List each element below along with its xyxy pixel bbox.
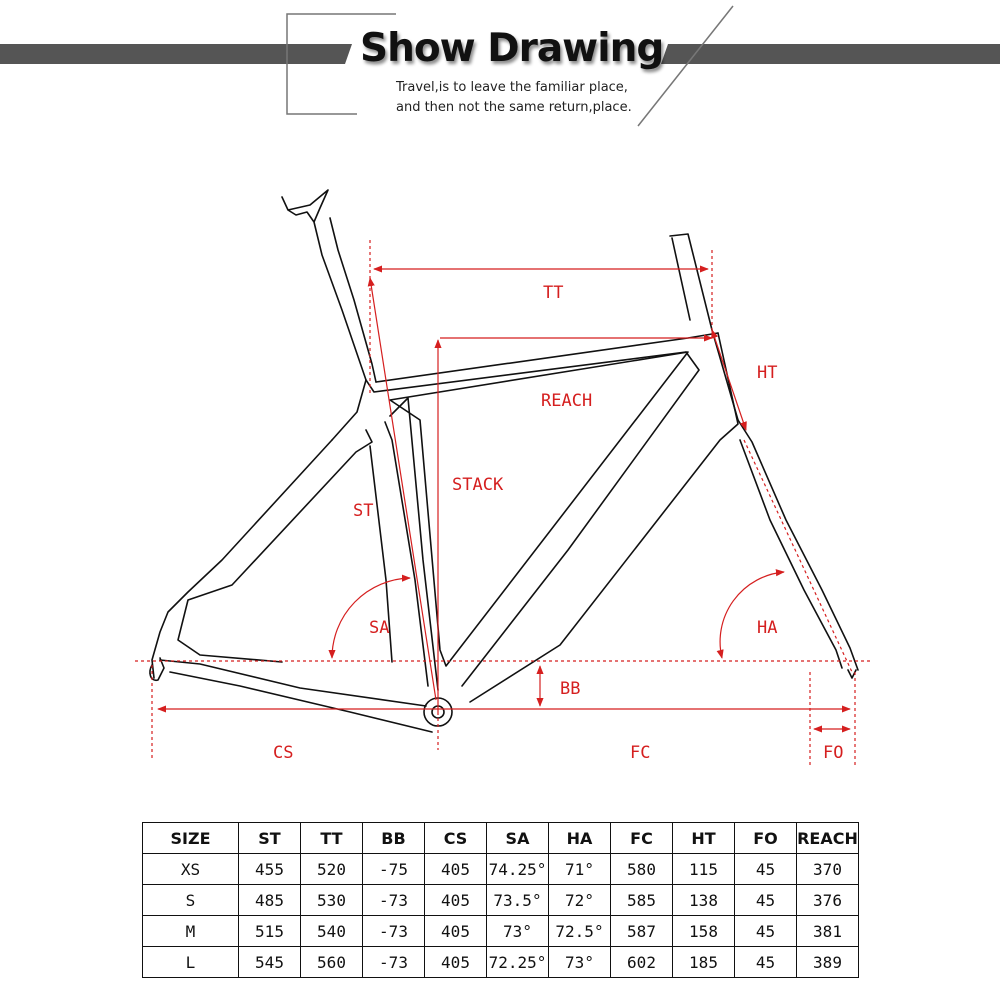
header-fo: FO	[734, 822, 797, 854]
header-tt: TT	[300, 822, 363, 854]
cell-reach: 370	[796, 853, 859, 885]
header-sa: SA	[486, 822, 549, 854]
cell-reach: 376	[796, 884, 859, 916]
front-triangle-inner	[389, 351, 689, 667]
cell-cs: 405	[424, 946, 487, 978]
bb-label: BB	[560, 679, 580, 699]
cell-ha: 72.5°	[548, 915, 611, 947]
tt-label: TT	[543, 283, 563, 303]
table-row: XS 455 520 -75 405 74.25° 71° 580 115 45…	[142, 853, 859, 885]
cell-size: XS	[142, 853, 239, 885]
banner-slash	[637, 5, 734, 127]
header-ha: HA	[548, 822, 611, 854]
sa-label: SA	[369, 618, 389, 638]
cell-bb: -73	[362, 884, 425, 916]
cell-reach: 381	[796, 915, 859, 947]
cell-bb: -73	[362, 915, 425, 947]
fc-label: FC	[630, 743, 650, 763]
dimension-labels: TT REACH HT STACK ST SA HA BB CS FC FO	[273, 283, 843, 763]
fork-outline	[737, 419, 859, 679]
ha-angle-arc	[716, 569, 785, 659]
bike-frame	[149, 189, 859, 733]
top-tube-outline	[365, 332, 719, 393]
header-bb: BB	[362, 822, 425, 854]
cell-fo: 45	[734, 915, 797, 947]
cell-tt: 540	[300, 915, 363, 947]
cell-ht: 138	[672, 884, 735, 916]
cell-size: M	[142, 915, 239, 947]
header-fc: FC	[610, 822, 673, 854]
frame-geometry-drawing: TT REACH HT STACK ST SA HA BB CS FC FO	[135, 189, 870, 765]
right-banner-stripe	[661, 44, 1000, 64]
cell-ht: 115	[672, 853, 735, 885]
ht-label: HT	[757, 363, 777, 383]
cell-fo: 45	[734, 946, 797, 978]
header-st: ST	[238, 822, 301, 854]
steering-axis-line	[743, 439, 853, 673]
cell-fo: 45	[734, 884, 797, 916]
table-row: L 545 560 -73 405 72.25° 73° 602 185 45 …	[142, 946, 859, 978]
table-row: S 485 530 -73 405 73.5° 72° 585 138 45 3…	[142, 884, 859, 916]
table-header-row: SIZE ST TT BB CS SA HA FC HT FO REACH	[142, 822, 859, 854]
st-dimension	[367, 277, 437, 701]
cell-fo: 45	[734, 853, 797, 885]
cell-cs: 405	[424, 853, 487, 885]
cs-label: CS	[273, 743, 293, 763]
cell-ha: 73°	[548, 946, 611, 978]
down-tube-outline	[461, 332, 739, 703]
stack-label: STACK	[452, 475, 504, 495]
banner-graphic	[0, 5, 1000, 127]
cell-st: 485	[238, 884, 301, 916]
cell-bb: -75	[362, 853, 425, 885]
cell-tt: 560	[300, 946, 363, 978]
cell-size: L	[142, 946, 239, 978]
cell-sa: 73.5°	[486, 884, 549, 916]
cell-ha: 72°	[548, 884, 611, 916]
st-label: ST	[353, 501, 373, 521]
geometry-table: SIZE ST TT BB CS SA HA FC HT FO REACH XS…	[142, 822, 859, 978]
seatpost-outline	[281, 189, 377, 441]
header-banner: Show Drawing Travel,is to leave the fami…	[0, 0, 1000, 140]
cell-cs: 405	[424, 915, 487, 947]
fo-label: FO	[823, 743, 843, 763]
cell-st: 545	[238, 946, 301, 978]
banner-frame-left	[286, 13, 396, 115]
table-row: M 515 540 -73 405 73° 72.5° 587 158 45 3…	[142, 915, 859, 947]
header-cs: CS	[424, 822, 487, 854]
page-title: Show Drawing	[360, 26, 664, 71]
ht-dimension	[711, 329, 747, 431]
left-banner-stripe	[0, 44, 352, 64]
cell-reach: 389	[796, 946, 859, 978]
cell-sa: 72.25°	[486, 946, 549, 978]
cell-st: 515	[238, 915, 301, 947]
cell-st: 455	[238, 853, 301, 885]
cell-cs: 405	[424, 884, 487, 916]
cell-ha: 71°	[548, 853, 611, 885]
cell-sa: 74.25°	[486, 853, 549, 885]
head-tube-outline	[669, 233, 739, 421]
cell-tt: 530	[300, 884, 363, 916]
cell-bb: -73	[362, 946, 425, 978]
tagline-line-2: and then not the same return,place.	[396, 100, 632, 115]
seat-tube-outline	[384, 397, 439, 691]
tagline-line-1: Travel,is to leave the familiar place,	[396, 80, 628, 95]
cell-fc: 602	[610, 946, 673, 978]
cell-size: S	[142, 884, 239, 916]
cell-fc: 587	[610, 915, 673, 947]
cell-ht: 158	[672, 915, 735, 947]
cell-sa: 73°	[486, 915, 549, 947]
sa-angle-arc	[328, 574, 411, 659]
reach-label: REACH	[541, 391, 592, 411]
rear-triangle-outline	[151, 429, 393, 679]
cell-fc: 585	[610, 884, 673, 916]
chainstay-outline	[159, 659, 433, 733]
dimension-lines	[135, 240, 870, 765]
header-ht: HT	[672, 822, 735, 854]
header-reach: REACH	[796, 822, 859, 854]
ha-label: HA	[757, 618, 777, 638]
cell-ht: 185	[672, 946, 735, 978]
cell-tt: 520	[300, 853, 363, 885]
header-size: SIZE	[142, 822, 239, 854]
cell-fc: 580	[610, 853, 673, 885]
